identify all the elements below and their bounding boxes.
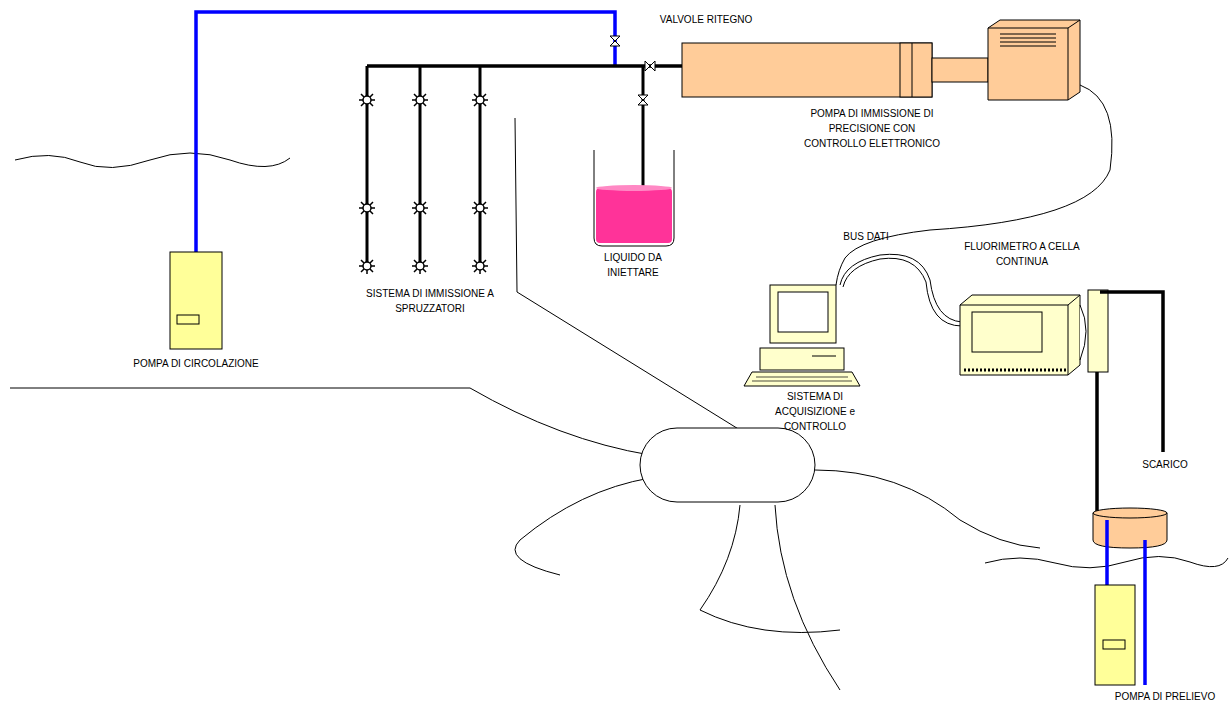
flow-cell <box>1088 290 1108 372</box>
controller-box <box>988 20 1080 100</box>
ground-line <box>515 118 740 430</box>
circulation-pump <box>170 252 222 349</box>
part-label: LIQUIDO DA INIETTARE <box>588 250 678 280</box>
cave-chamber <box>640 428 815 502</box>
part-label: SISTEMA DI IMMISSIONE A SPRUZZATORI <box>345 286 515 316</box>
piston <box>900 43 932 97</box>
fluorimeter <box>960 295 1080 375</box>
liquid <box>596 188 672 243</box>
pump-cylinder <box>682 43 932 97</box>
circulation-pipe <box>196 12 615 252</box>
ground-line <box>700 505 840 633</box>
part-label: FLUORIMETRO A CELLA CONTINUA <box>962 239 1082 269</box>
part-label: POMPA DI PRELIEVO <box>1105 689 1225 704</box>
data-cable <box>840 254 962 322</box>
water-surface <box>15 153 290 168</box>
injection-pipe <box>367 64 682 68</box>
piston-rod <box>932 58 988 82</box>
part-label: SISTEMA DI ACQUISIZIONE e CONTROLLO <box>750 389 880 434</box>
computer-monitor <box>770 285 836 343</box>
part-label: SCARICO <box>1130 457 1200 472</box>
part-label: POMPA DI CIRCOLAZIONE <box>116 356 276 371</box>
computer-case <box>760 348 844 370</box>
beaker <box>594 150 674 246</box>
part-label: BUS DATI <box>831 229 901 244</box>
sampling-pump <box>1095 585 1135 685</box>
part-label: VALVOLE RITEGNO <box>636 12 776 27</box>
sample-pipe <box>1105 520 1109 590</box>
ground-line <box>775 505 840 690</box>
ground-line <box>10 388 650 455</box>
keyboard <box>744 372 860 386</box>
ground-line <box>515 478 650 575</box>
discharge-pipe <box>1100 292 1163 452</box>
return-pipe <box>1143 540 1147 685</box>
sprayer-pipe <box>367 66 480 266</box>
part-label: POMPA DI IMMISSIONE DI PRECISIONE CON CO… <box>802 106 942 151</box>
ground-line <box>815 470 1040 548</box>
sample-pipe <box>1095 372 1099 520</box>
